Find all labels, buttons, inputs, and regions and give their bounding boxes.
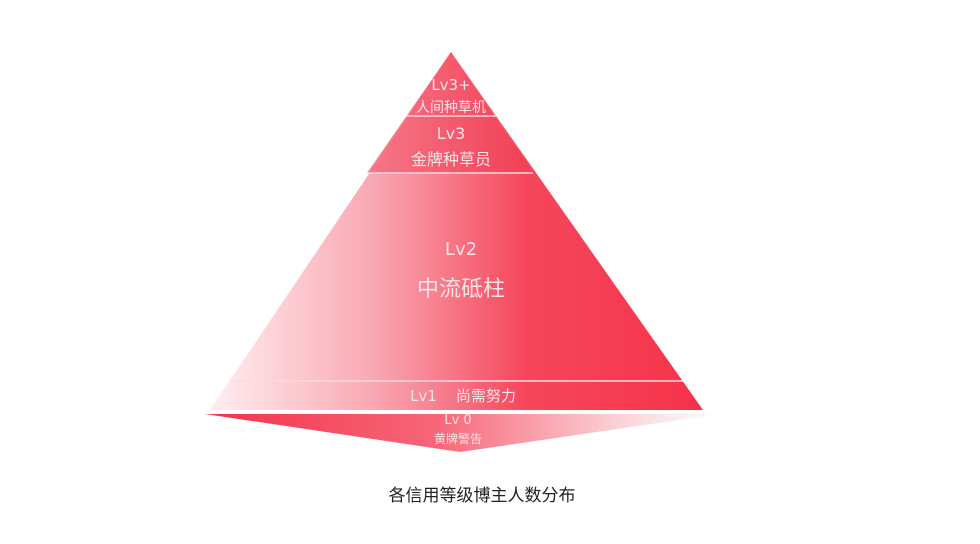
tier-bottom [205, 414, 720, 452]
tier-lv3-name: 金牌种草员 [410, 150, 492, 169]
pyramid-body [210, 52, 703, 410]
diagram-caption: 各信用等级博主人数分布 [388, 486, 576, 506]
tier-lv0-name: 黄牌警告 [433, 432, 483, 446]
tier-lv3-level: Lv3 [436, 124, 466, 143]
tier-lv1: Lv1 尚需努力 [410, 385, 516, 406]
tier-lv1-level: Lv1 [410, 387, 437, 405]
tier-lv3plus-name: 人间种草机 [416, 100, 486, 116]
tier-lv0-level: Lv 0 [444, 413, 472, 428]
tier-lv1-name: 尚需努力 [455, 387, 516, 405]
tier-lv3plus-level: Lv3+ [431, 76, 471, 94]
tier-lv2-name: 中流砥柱 [416, 277, 506, 302]
tier-lv2-level: Lv2 [444, 239, 478, 260]
tier-top [367, 52, 533, 173]
